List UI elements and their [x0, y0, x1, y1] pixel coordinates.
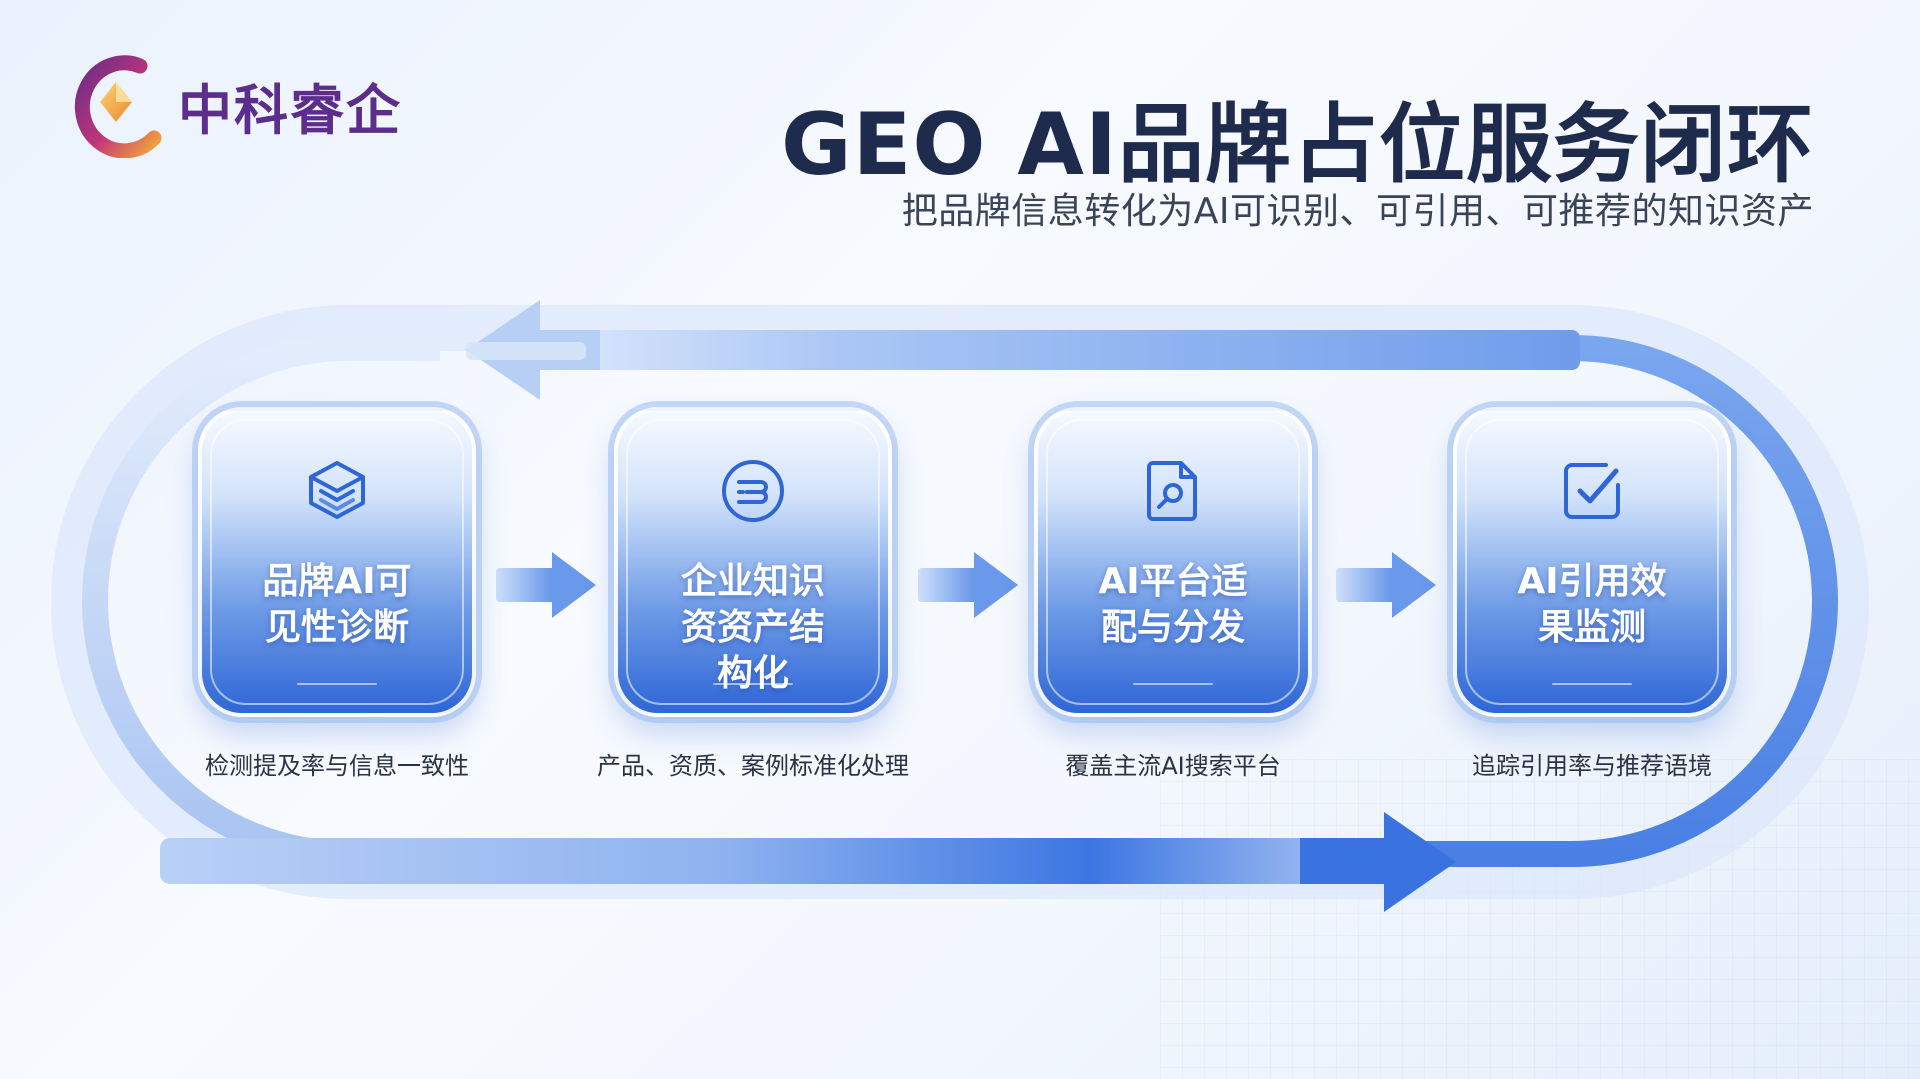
loop-bottom-arrowhead — [1300, 812, 1456, 912]
loop-bottom-band — [160, 838, 1400, 884]
background-grid — [1160, 759, 1920, 1079]
card-divider — [1552, 683, 1632, 685]
connector-arrow-1 — [496, 552, 596, 618]
step-title: 企业知识资资产结构化 — [680, 561, 825, 694]
step-title: 品牌AI可见性诊断 — [262, 561, 412, 648]
layers-check-icon — [309, 461, 365, 519]
brand-name: 中科睿企 — [178, 78, 402, 142]
step-title: AI平台适配与分发 — [1098, 561, 1248, 648]
card-divider — [297, 683, 377, 685]
page-subtitle: 把品牌信息转化为AI可识别、可引用、可推荐的知识资产 — [901, 191, 1814, 232]
brand-logo: 中科睿企 — [70, 52, 402, 158]
step-description: 追踪引用率与推荐语境 — [1472, 752, 1712, 780]
step-description: 覆盖主流AI搜索平台 — [1065, 752, 1281, 780]
checkbox-icon — [1564, 463, 1620, 519]
page-title: GEO AI品牌占位服务闭环 — [781, 95, 1814, 195]
loop-left-cap — [82, 335, 1000, 867]
brand-mark-icon — [74, 55, 162, 158]
step-description: 产品、资质、案例标准化处理 — [597, 752, 909, 780]
loop-top-band — [530, 330, 1580, 370]
step-title: AI引用效果监测 — [1517, 561, 1667, 648]
step-card-structuring: 企业知识资资产结构化 — [614, 407, 892, 717]
card-divider — [1133, 683, 1213, 685]
step-description: 检测提及率与信息一致性 — [205, 752, 469, 780]
step-card-diagnosis: 品牌AI可见性诊断 — [198, 407, 476, 717]
step-card-monitoring: AI引用效果监测 — [1453, 407, 1731, 717]
loop-right-cap — [1020, 335, 1838, 867]
document-search-icon — [1147, 461, 1197, 521]
list-circle-icon — [722, 460, 784, 522]
connector-arrow-2 — [918, 552, 1018, 618]
loop-top-arrow-tail — [466, 342, 586, 360]
connector-arrow-3 — [1336, 552, 1436, 618]
card-divider — [713, 683, 793, 685]
step-card-distribution: AI平台适配与分发 — [1034, 407, 1312, 717]
